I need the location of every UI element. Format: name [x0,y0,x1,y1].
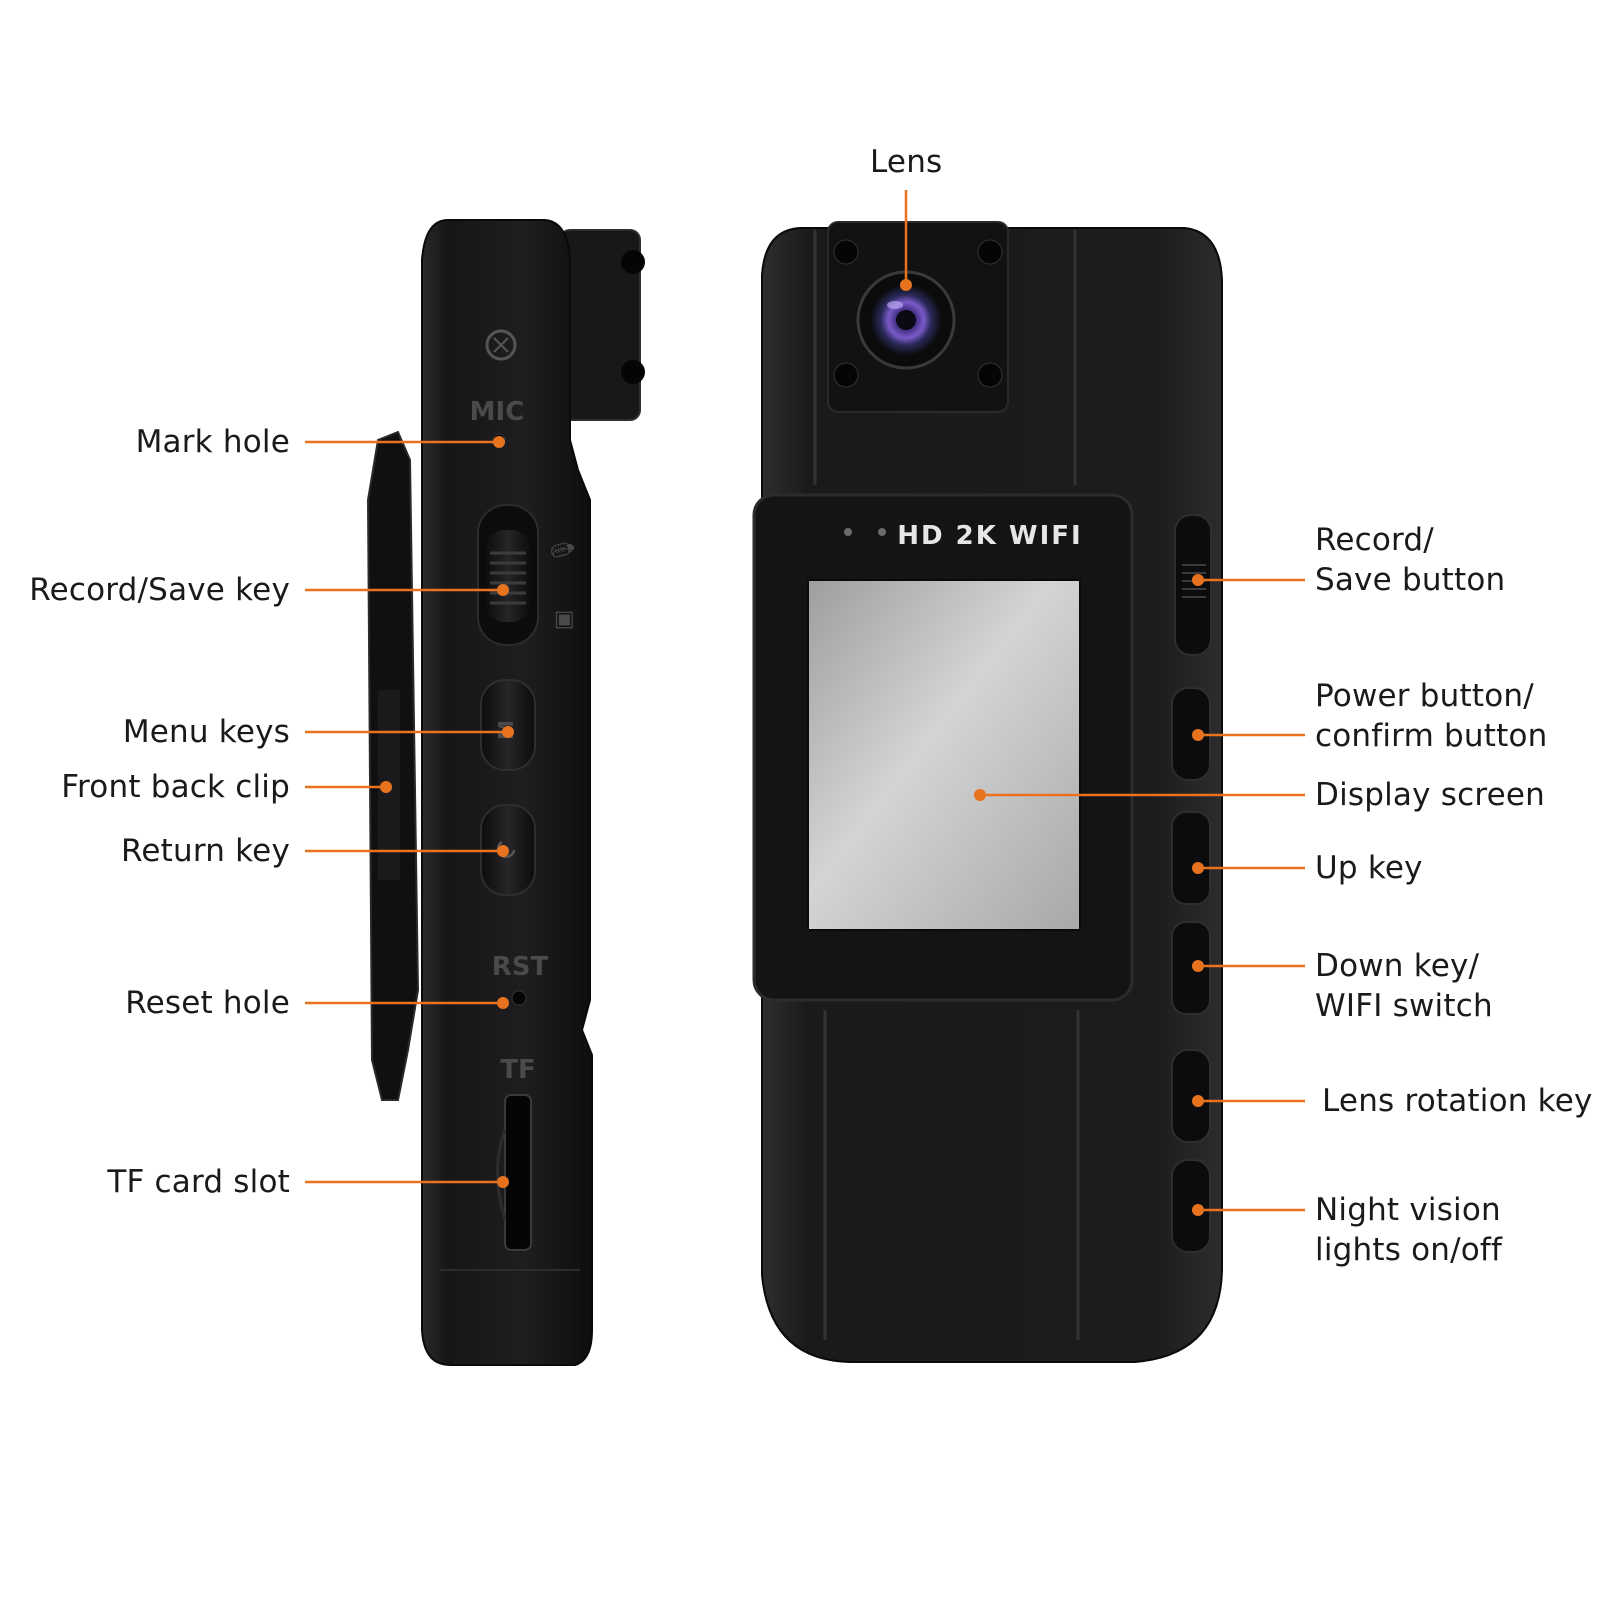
front-record-slider[interactable] [1174,514,1212,656]
leader-dot-up-key [1192,862,1204,874]
label-down-line2: WIFI switch [1315,988,1493,1024]
label-tf-card-slot: TF card slot [107,1164,290,1200]
tf-card-slot [504,1094,532,1251]
front-view-device: HD 2K WIFI [752,221,1223,1363]
reset-hole [511,990,527,1006]
leader-dot-mark-hole [493,436,505,448]
label-power-line2: confirm button [1315,718,1548,754]
lens-reflection [887,301,903,309]
ir-led-top-left [833,239,859,265]
tf-marking: TF [500,1055,536,1085]
leader-dot-power-button [1192,729,1204,741]
label-mark-hole: Mark hole [135,424,290,460]
leader-lines [305,190,1305,1212]
label-record-save-button-line2: Save button [1315,562,1506,598]
label-menu-keys: Menu keys [122,714,290,750]
rst-marking: RST [492,952,549,982]
leader-dot-night-vision [1192,1204,1204,1216]
ir-led-bottom-right [977,362,1003,388]
side-top-mark-icon [485,329,517,361]
side-record-slider-knob[interactable] [485,530,531,622]
label-display-screen: Display screen [1315,777,1545,813]
mic-marking: MIC [470,397,525,427]
camera-icon: ▣ [551,610,576,631]
label-record-save-key: Record/Save key [29,572,290,608]
label-night-line1: Night vision [1315,1192,1501,1228]
leader-dot-reset-hole [497,997,509,1009]
front-night-vision-key[interactable] [1171,1159,1211,1253]
front-lens-rotation-key[interactable] [1171,1049,1211,1143]
leader-dot-lens [900,279,912,291]
label-lens-rotation-key: Lens rotation key [1322,1083,1593,1119]
leader-dot-down-key [1192,960,1204,972]
leader-dot-tf-card-slot [497,1176,509,1188]
front-down-key[interactable] [1171,921,1211,1015]
label-night-line2: lights on/off [1315,1232,1503,1268]
status-led-1 [844,528,852,536]
label-record-save-button-line1: Record/ [1315,522,1434,558]
side-ir-bump-top [621,250,645,274]
side-view-device: MIC 🎙 ▣ M RST TF [366,219,645,1366]
leader-dots [380,279,1204,1216]
front-brand-marking: HD 2K WIFI [897,521,1082,551]
label-return-key: Return key [121,833,290,869]
label-down-line1: Down key/ [1315,948,1480,984]
leader-dot-lens-rotation-key [1192,1095,1204,1107]
tf-slot-notch [496,1129,507,1221]
mic-on-icon: 🎙 [551,536,576,564]
side-body [421,219,593,1366]
display-screen [807,579,1081,931]
lens-center [896,310,916,330]
side-top-mark-cross [493,337,509,353]
label-front-back-clip: Front back clip [61,769,290,805]
label-lens: Lens [870,144,943,180]
label-record-save-button: Record/ Save button [1315,520,1505,600]
ir-led-top-right [977,239,1003,265]
label-reset-hole: Reset hole [125,985,290,1021]
label-up-key: Up key [1315,850,1423,886]
label-down-wifi: Down key/ WIFI switch [1315,946,1493,1026]
front-up-key[interactable] [1171,811,1211,905]
label-power-confirm-button: Power button/ confirm button [1315,676,1548,756]
menu-key[interactable] [480,679,536,771]
leader-dot-display-screen [974,789,986,801]
label-night-vision: Night vision lights on/off [1315,1190,1502,1270]
slider-ridges [490,551,526,605]
leader-dot-record-save-button [1192,574,1204,586]
leader-dot-record-save-key [497,584,509,596]
leader-dot-return-key [497,845,509,857]
label-power-line1: Power button/ [1315,678,1534,714]
status-led-2 [878,528,886,536]
side-ir-bump-bottom [621,360,645,384]
leader-dot-menu-keys [502,726,514,738]
leader-dot-front-back-clip [380,781,392,793]
ir-led-bottom-left [833,362,859,388]
